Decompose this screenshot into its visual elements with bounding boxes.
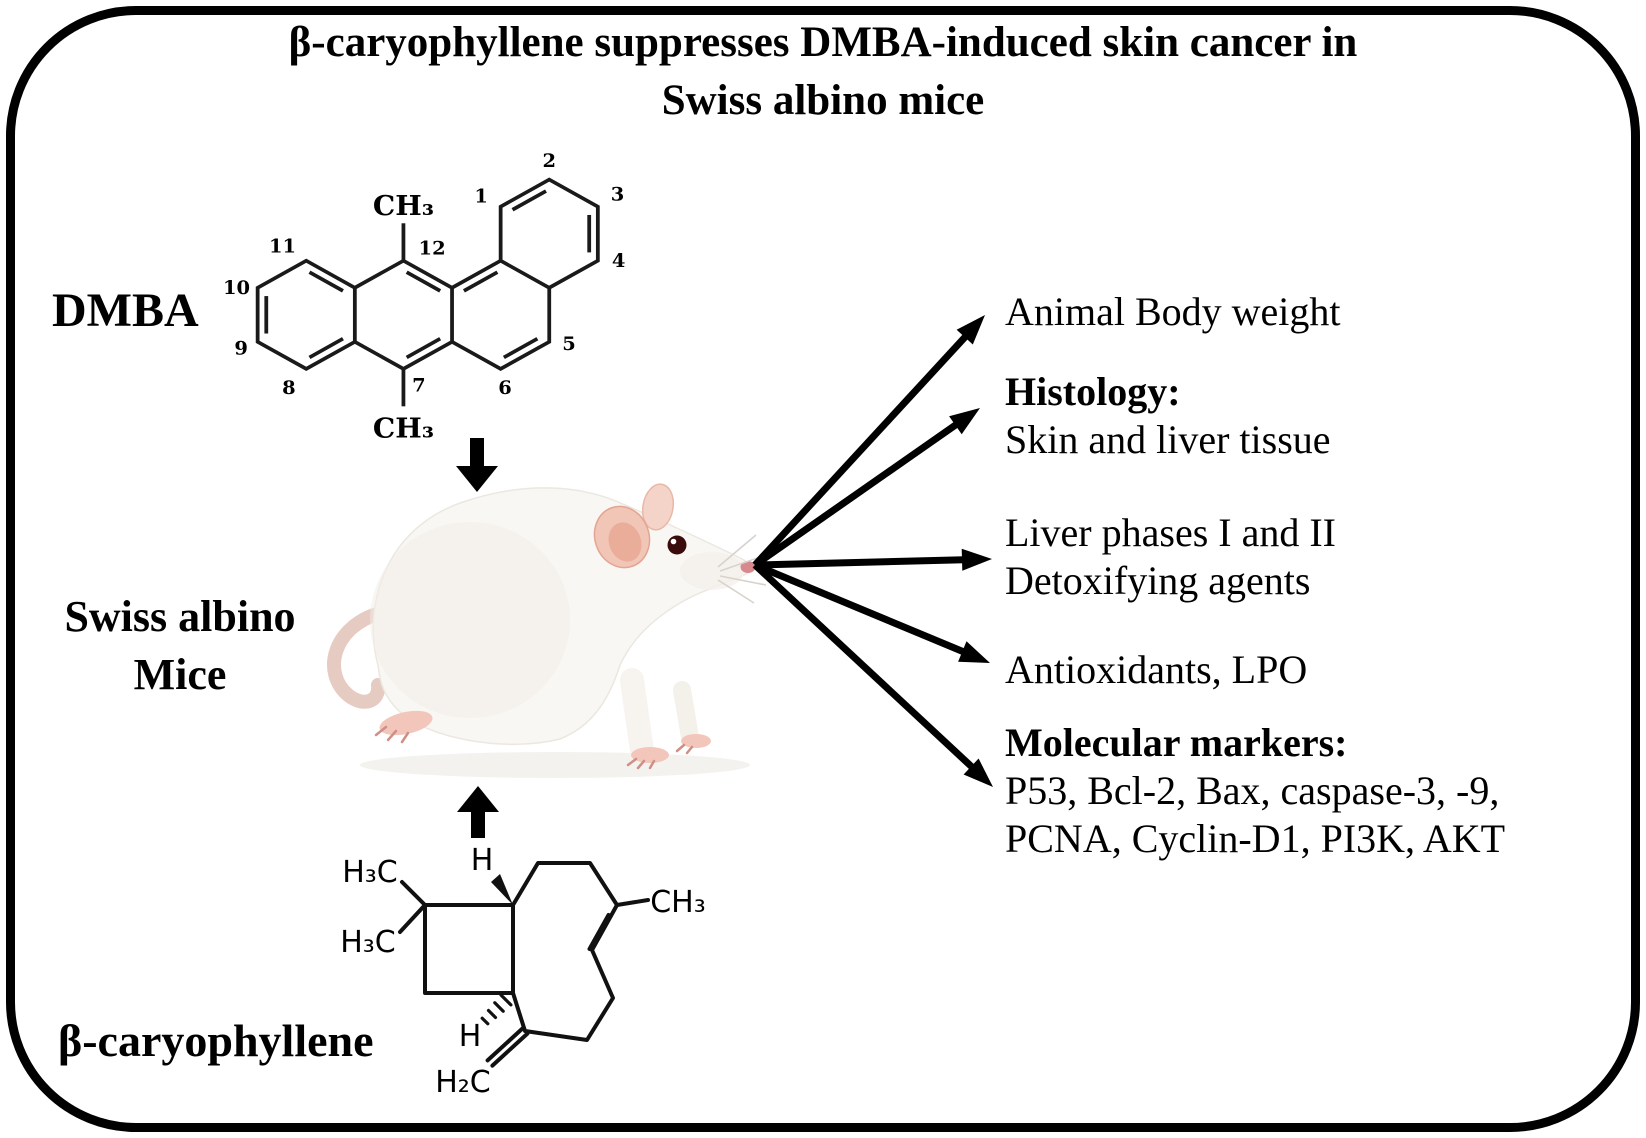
mouse-far-ear [641, 483, 675, 531]
dmba-ring-d [498, 177, 600, 290]
mouse-nose [740, 561, 756, 573]
bcp-to-mouse-arrow [457, 786, 499, 838]
dmba-num-6: 6 [498, 377, 512, 399]
bcp-structure-drawing: H₃C H₃C CH₃ H H H₂C [340, 843, 706, 1100]
mice-label-line-2: Mice [133, 650, 227, 699]
dmba-num-7: 7 [412, 375, 426, 397]
title-line-1: β-caryophyllene suppresses DMBA-induced … [288, 19, 1358, 66]
outcome-heading: Molecular markers: [1005, 720, 1348, 765]
figure-border [6, 6, 1640, 1132]
dmba-ring-c [451, 258, 552, 371]
mouse-ear-inner [608, 522, 642, 562]
bcp-gem-methyl-bonds [398, 880, 427, 934]
dmba-num-4: 4 [612, 250, 626, 272]
dmba-ring-a [255, 258, 357, 371]
beta-caryophyllene-label: β-caryophyllene [58, 1015, 374, 1066]
flow-arrows [456, 438, 499, 838]
mouse-ground-shadow [360, 752, 750, 778]
bcp-ring-double-bond [587, 913, 611, 951]
bcp-methyl-bond [615, 898, 650, 907]
outcome-molecular-markers: Molecular markers: P53, Bcl-2, Bax, casp… [1005, 719, 1505, 863]
outcome-text-2: Detoxifying agents [1005, 558, 1311, 603]
title-line-2: Swiss albino mice [661, 77, 985, 124]
outcome-text-2: PCNA, Cyclin-D1, PI3K, AKT [1005, 816, 1506, 861]
swiss-albino-mice-label: Swiss albino Mice [30, 588, 330, 704]
dmba-num-8: 8 [282, 377, 296, 399]
outcome-liver-phases: Liver phases I and II Detoxifying agents [1005, 509, 1336, 605]
arrow-to-liver-phases [754, 548, 992, 571]
figure-title: β-caryophyllene suppresses DMBA-induced … [0, 14, 1646, 130]
mouse-eye-glint [670, 538, 677, 545]
arrow-to-antioxidants [753, 561, 990, 663]
outcome-text: Animal Body weight [1005, 289, 1341, 334]
dmba-to-mouse-arrow [456, 438, 498, 492]
bcp-methylene-label: H₂C [435, 1065, 491, 1100]
dmba-ring-b [353, 258, 454, 371]
bcp-methyl-right-label: CH₃ [650, 885, 706, 920]
outcome-histology: Histology: Skin and liver tissue [1005, 368, 1331, 464]
mouse-legs [374, 668, 711, 770]
outcome-text: Antioxidants, LPO [1005, 647, 1308, 692]
bcp-h-bottom-label: H [459, 1019, 482, 1054]
dmba-num-10: 10 [223, 277, 250, 299]
outcome-antioxidants: Antioxidants, LPO [1005, 646, 1307, 694]
mouse-eye [667, 535, 687, 555]
dmba-num-3: 3 [611, 184, 625, 206]
dmba-label: DMBA [52, 284, 199, 337]
bcp-cyclobutane-ring [423, 903, 515, 995]
dmba-methyl-top-label: CH₃ [373, 190, 434, 221]
dmba-num-9: 9 [234, 338, 248, 360]
outcome-text: Liver phases I and II [1005, 510, 1336, 555]
mice-label-line-1: Swiss albino [64, 592, 296, 641]
dmba-num-11: 11 [269, 236, 296, 258]
bcp-methylene-double-bond [485, 1026, 530, 1068]
outcome-heading: Histology: [1005, 369, 1181, 414]
dmba-num-1: 1 [474, 186, 488, 208]
bcp-methyl-bottom-label: H₃C [340, 925, 396, 960]
dmba-num-12: 12 [419, 238, 446, 260]
dmba-num-5: 5 [562, 333, 576, 355]
mouse-muzzle-shading [680, 552, 744, 590]
bcp-macrocycle-ring [511, 861, 619, 1042]
outcome-text: Skin and liver tissue [1005, 417, 1331, 462]
mouse-tail [327, 606, 387, 709]
dmba-ring-numbers: 1 2 3 4 5 6 7 8 9 10 11 12 [223, 150, 625, 398]
outcome-text: P53, Bcl-2, Bax, caspase-3, -9, [1005, 768, 1500, 813]
dmba-methyl-bottom-label: CH₃ [373, 413, 434, 444]
mouse-illustration [327, 483, 767, 778]
dmba-double-bonds [264, 189, 592, 360]
arrow-to-histology [752, 408, 980, 568]
bcp-methyl-top-label: H₃C [342, 855, 398, 890]
outcome-body-weight: Animal Body weight [1005, 288, 1341, 336]
arrow-to-molecular-markers [752, 562, 993, 787]
dmba-structure-drawing: CH₃ CH₃ 1 2 3 4 5 6 7 8 9 10 11 12 [223, 150, 625, 444]
arrow-to-body-weight [752, 315, 985, 568]
bcp-h-top-label: H [471, 843, 494, 878]
mouse-haunch-shading [370, 522, 570, 718]
outcome-arrow-fan [752, 315, 993, 787]
dmba-num-2: 2 [542, 150, 556, 172]
bcp-wedge-bond [491, 874, 513, 905]
bcp-hash-bond [480, 993, 513, 1026]
